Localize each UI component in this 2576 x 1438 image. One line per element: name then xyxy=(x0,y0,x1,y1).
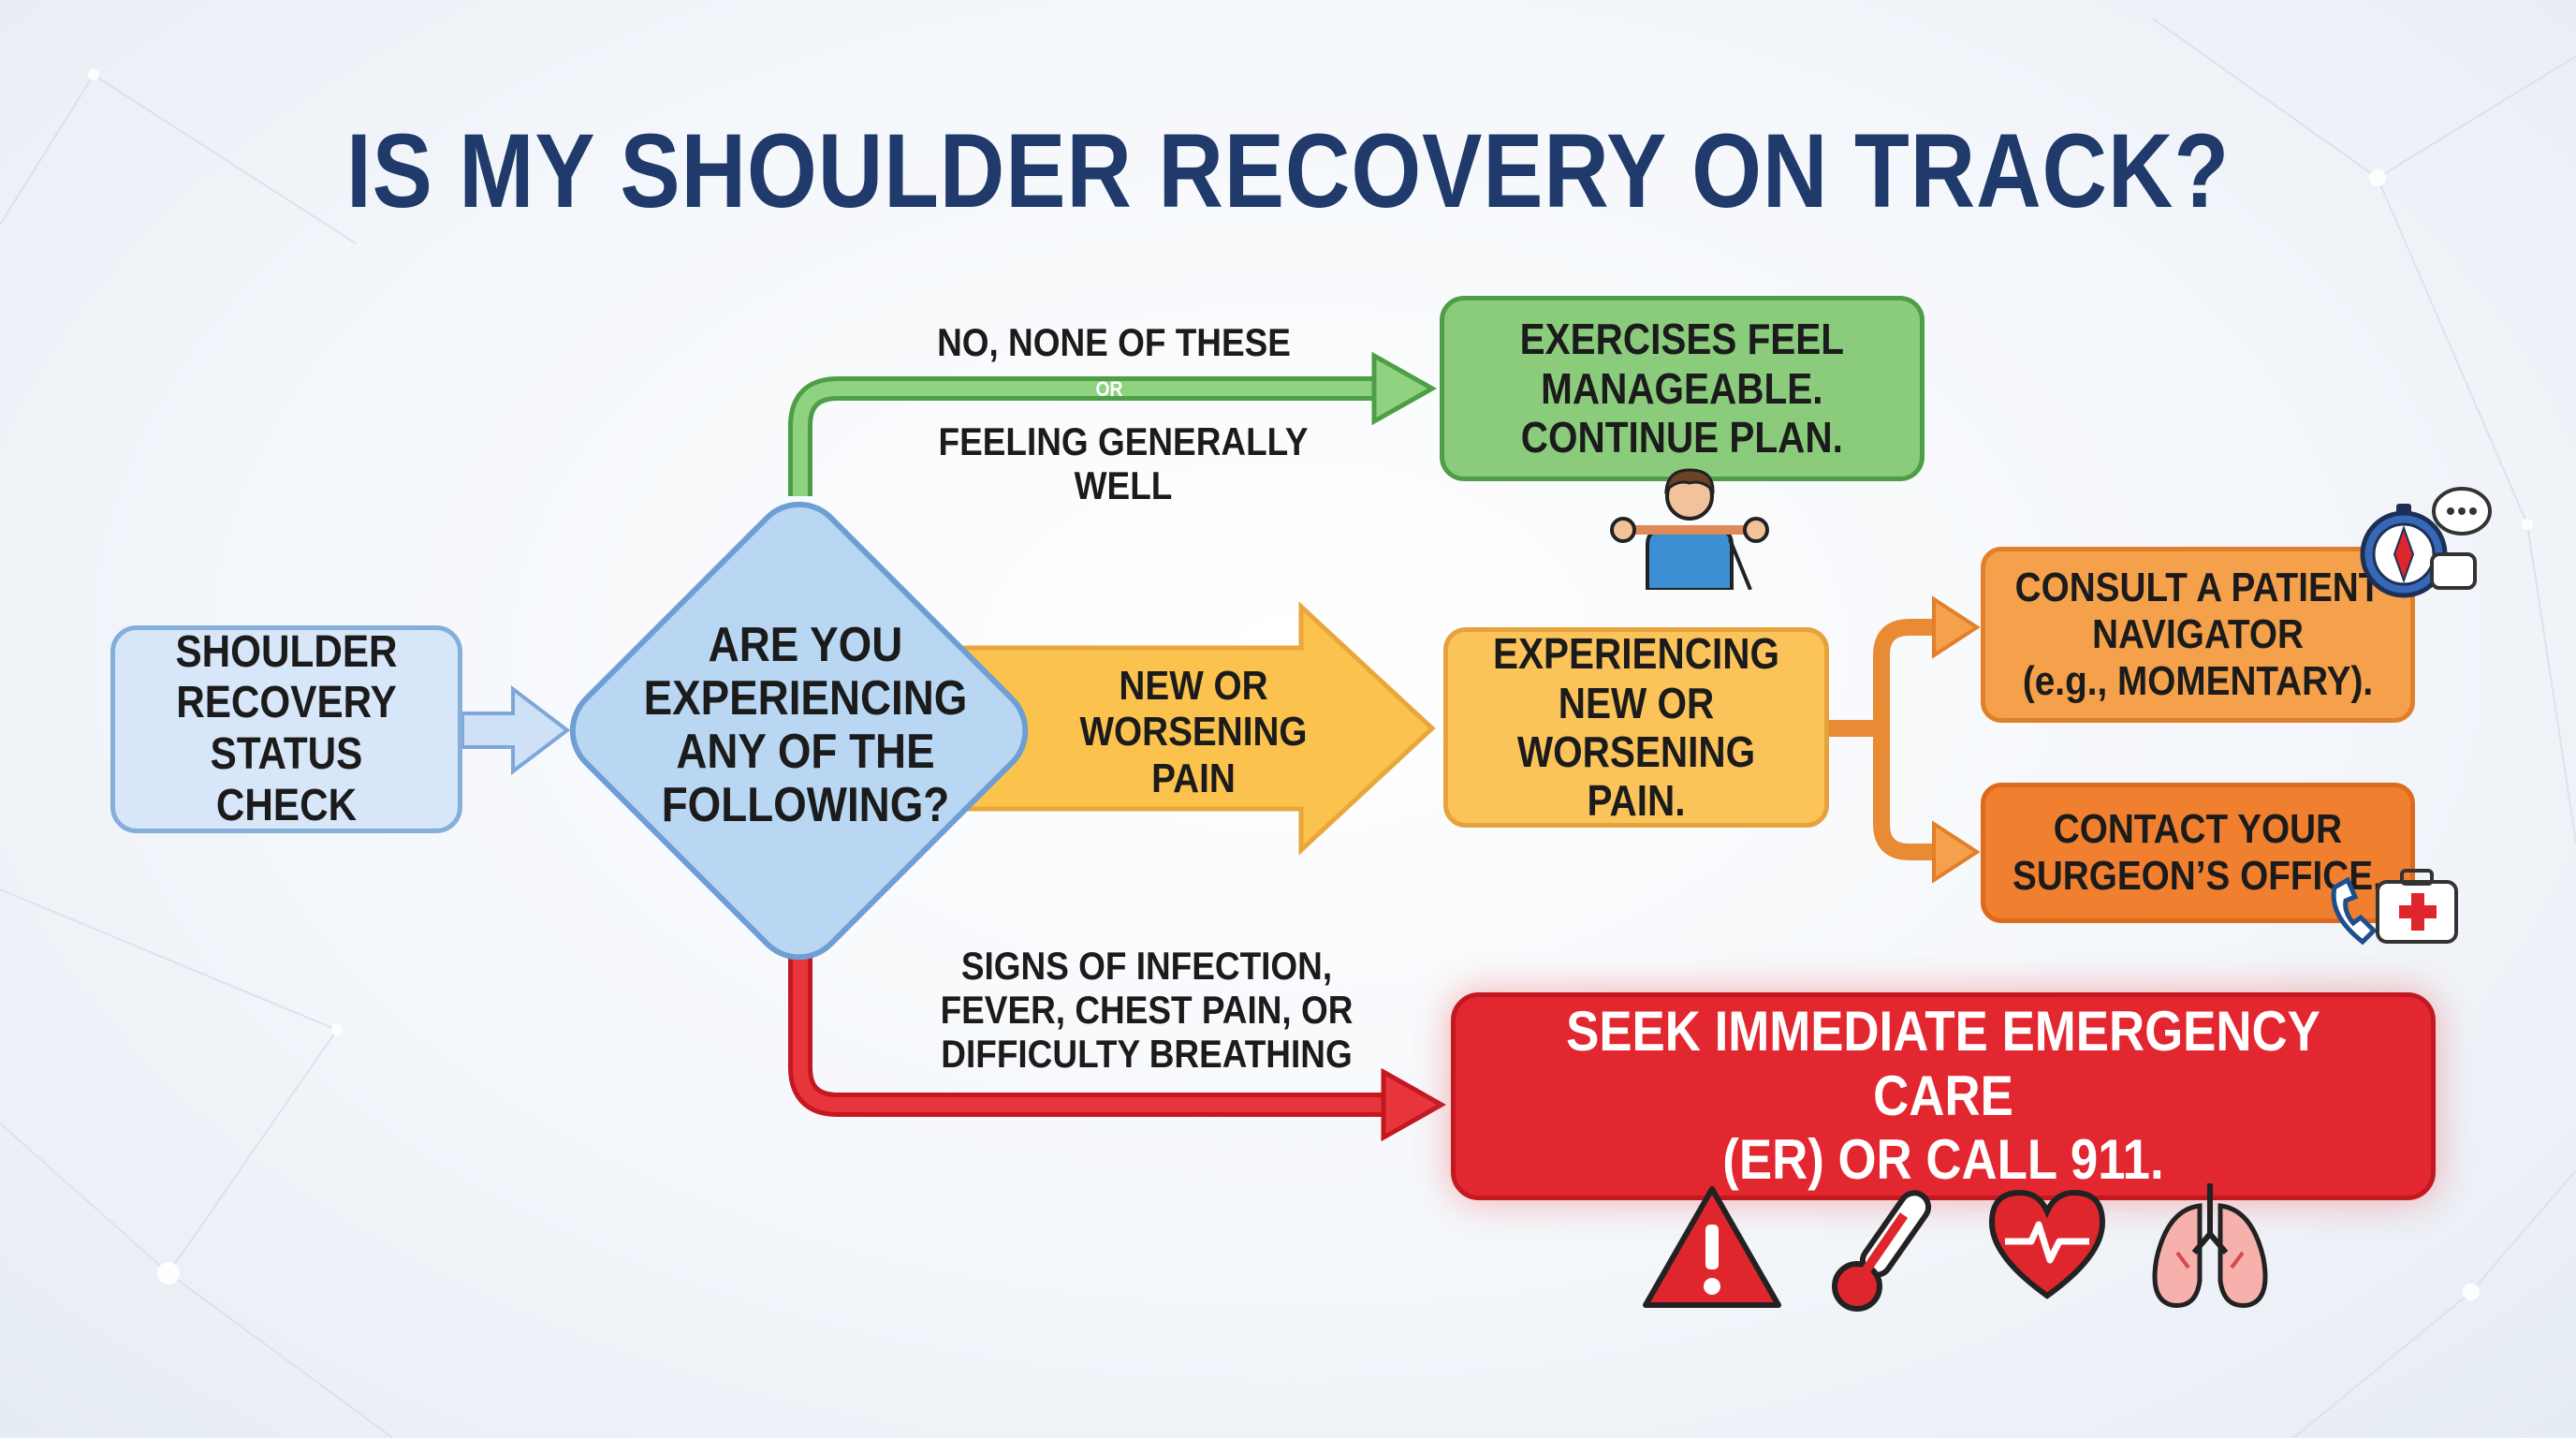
arrow-red-path xyxy=(788,955,1447,1142)
green-edge-label-1: NO, NONE OF THESE xyxy=(937,320,1291,364)
red-edge-label: SIGNS OF INFECTION, FEVER, CHEST PAIN, O… xyxy=(940,944,1354,1077)
yellow-edge-label: NEW OR WORSENING PAIN xyxy=(1079,663,1308,801)
page-title: IS MY SHOULDER RECOVERY ON TRACK? xyxy=(345,112,2231,229)
emergency-care-node: SEEK IMMEDIATE EMERGENCY CARE (ER) OR CA… xyxy=(1451,992,2436,1200)
arrow-orange-branch xyxy=(1829,595,1981,884)
arrow-yellow-path xyxy=(961,601,1436,856)
phone-icon xyxy=(2331,876,2378,946)
green-edge-or: OR xyxy=(1095,377,1123,401)
thermometer-icon xyxy=(1832,1190,1932,1312)
patient-navigator-node: CONSULT A PATIENT NAVIGATOR (e.g., MOMEN… xyxy=(1981,547,2415,723)
start-node: SHOULDER RECOVERY STATUS CHECK xyxy=(110,625,462,833)
first-aid-kit-icon xyxy=(2376,869,2458,944)
new-pain-node: EXPERIENCING NEW OR WORSENING PAIN. xyxy=(1443,627,1829,828)
lungs-icon xyxy=(2152,1183,2268,1308)
continue-plan-node: EXERCISES FEEL MANAGEABLE. CONTINUE PLAN… xyxy=(1440,296,1925,481)
chat-bubbles-icon xyxy=(2430,487,2492,590)
compass-icon xyxy=(2360,504,2448,598)
decision-node-text: ARE YOU EXPERIENCING ANY OF THE FOLLOWIN… xyxy=(643,617,967,833)
warning-icon xyxy=(1643,1186,1781,1308)
arrow-start-to-decision xyxy=(461,684,571,776)
decision-diamond xyxy=(569,501,1029,961)
green-edge-label-2: FEELING GENERALLY WELL xyxy=(938,419,1309,508)
heart-rate-icon xyxy=(1988,1189,2106,1299)
arrow-green-path xyxy=(788,351,1438,496)
person-exercise-band-icon xyxy=(1610,468,1769,590)
